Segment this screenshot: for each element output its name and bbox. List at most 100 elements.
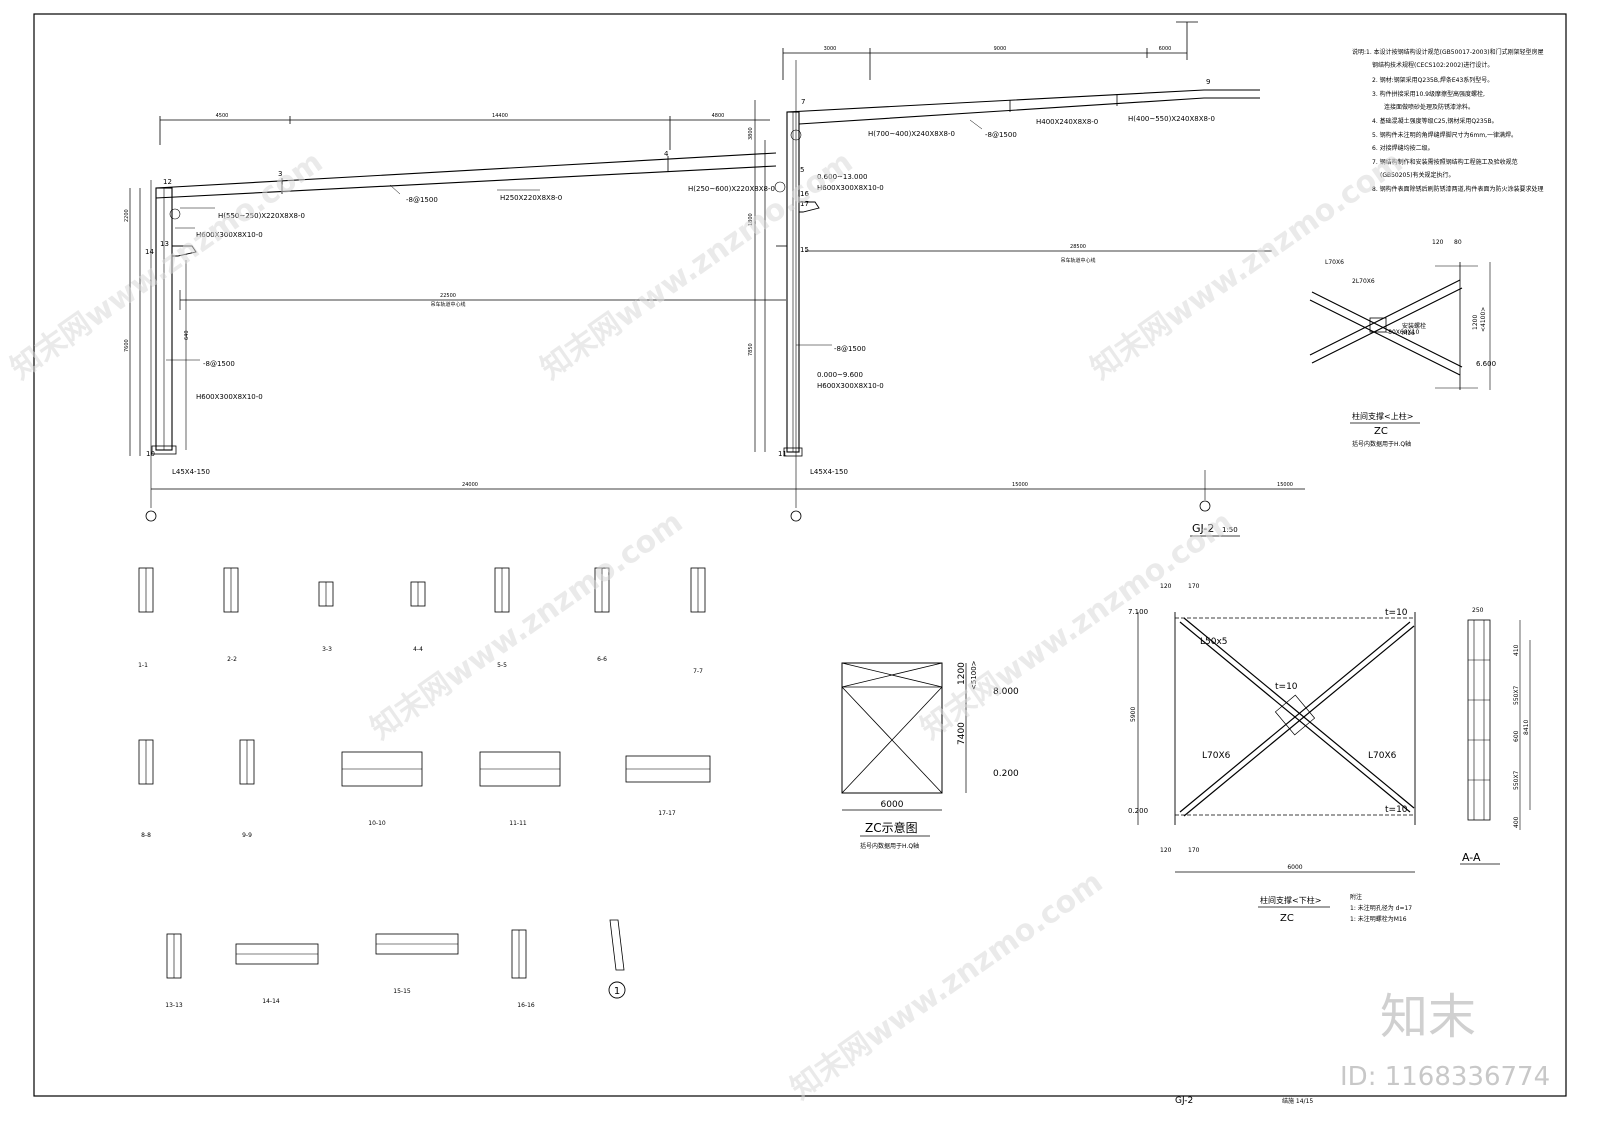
watermark-text: 知末网www.znzmo.com [785, 865, 1110, 1107]
top-dim-3: 6000 [1159, 46, 1172, 52]
member-label: H(550~250)X220X8X8-0 [218, 212, 305, 220]
section-label: 4-4 [413, 646, 423, 653]
section-label: 13-13 [165, 1002, 183, 1009]
zc-elev: 8.000 [993, 687, 1019, 697]
section-label: 10-10 [368, 820, 386, 827]
section-row-3: 13-13 14-14 15-15 16-16 1 [165, 919, 626, 1009]
section-label: 3-3 [322, 646, 332, 653]
note-line: (GB50205)有关规定执行。 [1380, 171, 1455, 179]
lower-brace-detail: 6000 5900 L50x5 L70X6 L70X6 t=10 t=10 t=… [1128, 583, 1531, 924]
aa-dim: 600 [1513, 730, 1520, 742]
lower-brace-sub: ZC [1280, 913, 1294, 924]
plate-label: -8@1500 [985, 131, 1017, 139]
upper-brace-sub: ZC [1374, 426, 1388, 437]
elev-mark: 0.000~9.600 [817, 371, 863, 379]
section-label: 9-9 [242, 832, 252, 839]
angle-label: L45X4-150 [172, 468, 210, 476]
mid-vdim-2: 1800 [748, 213, 754, 226]
elevation-scale: 1:50 [1222, 526, 1238, 534]
section-label: 16-16 [517, 1002, 535, 1009]
watermark-text: 知末网www.znzmo.com [365, 505, 690, 747]
member-label: H600X300X8X10-0 [817, 184, 884, 192]
upper-brace-detail: L70X6 2L70X6 -80X60X10 安装螺栓 M16 6.600 12… [1309, 239, 1496, 448]
lower-brace-elev: 7.100 [1128, 608, 1148, 616]
rail-dim-right: 28500 [1070, 244, 1086, 250]
sheet-title: GJ-2 [1175, 1096, 1193, 1106]
zc-elev: 0.200 [993, 769, 1019, 779]
upper-brace-label: 1200 [1472, 315, 1479, 330]
upper-brace-label: 6.600 [1476, 360, 1496, 368]
mid-vdim-3: 7850 [748, 343, 754, 356]
appendix-line: 1: 未注明孔径为 d=17 [1350, 904, 1412, 912]
aa-dim: 250 [1472, 607, 1484, 614]
elev-mark: 0.600~13.000 [817, 173, 867, 181]
section-label: 5-5 [497, 662, 507, 669]
plate-label: -8@1500 [834, 345, 866, 353]
aa-dim: 550X7 [1513, 770, 1520, 790]
lower-brace-height: 5900 [1130, 707, 1137, 722]
design-notes: 说明:1. 本设计按钢结构设计规范(GB50017-2003)和门式刚架轻型房屋… [1352, 48, 1544, 193]
appendix-line: 1: 未注明螺栓为M16 [1350, 915, 1407, 923]
upper-brace-label: 120 [1432, 239, 1444, 246]
section-details: 1-1 2-2 3-3 4-4 5-5 6-6 7-7 8-8 9-9 10-1… [138, 567, 711, 1009]
sheet-number: 结施 14/15 [1282, 1097, 1313, 1105]
zc-note: 括号内数据用于H.Q轴 [860, 842, 919, 850]
zc-title: ZC示意图 [865, 820, 918, 835]
zc-dim: <5100> [970, 660, 978, 690]
lower-brace-angle: L70X6 [1368, 751, 1397, 761]
upper-brace-label: M16 [1402, 330, 1415, 337]
bottom-dim-1: 24000 [462, 482, 478, 488]
upper-brace-title: 柱间支撑<上柱> [1352, 411, 1413, 421]
note-line: 2. 钢材:钢架采用Q235B,焊条E43系列型号。 [1372, 76, 1493, 84]
rail-text-left: 吊车轨道中心线 [430, 301, 465, 308]
section-tag: 10 [146, 450, 155, 458]
mid-dim-1: 4500 [216, 113, 229, 119]
note-line: 8. 钢构件表面除锈后刷防锈漆两道,构件表面为防火涂装要求处理 [1372, 185, 1544, 193]
member-label: H600X300X8X10-0 [196, 393, 263, 401]
left-vdim-3: 640 [184, 330, 190, 340]
plate-label: -8@1500 [406, 196, 438, 204]
member-label: H250X220X8X8-0 [500, 194, 562, 202]
zc-schematic: 6000 1200 <5100> 7400 8.000 0.200 ZC示意图 … [841, 660, 1019, 850]
member-label: H(400~550)X240X8X8-0 [1128, 115, 1215, 123]
section-tag: 9 [1206, 78, 1210, 86]
aa-dim: 410 [1513, 644, 1520, 656]
section-row-2: 8-8 9-9 10-10 11-11 17-17 [138, 739, 711, 839]
lower-brace-plate: t=10 [1275, 682, 1298, 692]
rail-dim-left: 22500 [440, 293, 456, 299]
section-tag: 16 [800, 190, 809, 198]
section-tag: 5 [800, 166, 804, 174]
member-label: H600X300X8X10-0 [196, 231, 263, 239]
upper-brace-label: -80X60X10 [1386, 329, 1419, 336]
mid-dim-2: 14400 [492, 113, 508, 119]
aa-dim: 550X7 [1513, 685, 1520, 705]
section-label: 14-14 [262, 998, 280, 1005]
note-line: 钢结构技术规程(CECS102:2002)进行设计。 [1372, 61, 1493, 69]
note-line: 连接面做喷砂处理及防锈漆涂料。 [1384, 103, 1474, 111]
rail-text-right: 吊车轨道中心线 [1060, 257, 1095, 264]
aa-dim: 8410 [1523, 720, 1530, 735]
zc-width: 6000 [881, 800, 904, 810]
section-tag: 7 [801, 98, 805, 106]
aa-dim: 400 [1513, 816, 1520, 828]
lower-brace-plate: t=10 [1385, 805, 1408, 815]
section-tag: 4 [664, 150, 669, 158]
upper-brace-label: L70X6 [1325, 259, 1344, 266]
section-label: 2-2 [227, 656, 237, 663]
upper-brace-label: 2L70X6 [1352, 278, 1375, 285]
section-label: 8-8 [141, 832, 151, 839]
lower-brace-dim: 170 [1188, 583, 1200, 590]
aa-title: A-A [1462, 851, 1481, 864]
elevation-title: GJ-2 [1192, 522, 1214, 535]
note-line: 5. 钢构件未注明的角焊缝焊脚尺寸为6mm,一律满焊。 [1372, 131, 1517, 139]
watermark-text: 知末网www.znzmo.com [535, 145, 860, 387]
sheet-border [33, 13, 1567, 1097]
section-tag: 15 [800, 246, 809, 254]
section-row-1: 1-1 2-2 3-3 4-4 5-5 6-6 7-7 [138, 567, 706, 675]
appendix-title: 附注 [1350, 893, 1362, 901]
note-line: 7. 钢结构制作和安装需按照钢结构工程施工及验收规范 [1372, 158, 1518, 166]
note-line: 6. 对接焊缝均按二级。 [1372, 144, 1434, 152]
top-dim-1: 3000 [824, 46, 837, 52]
lower-brace-dim: 120 [1160, 583, 1172, 590]
